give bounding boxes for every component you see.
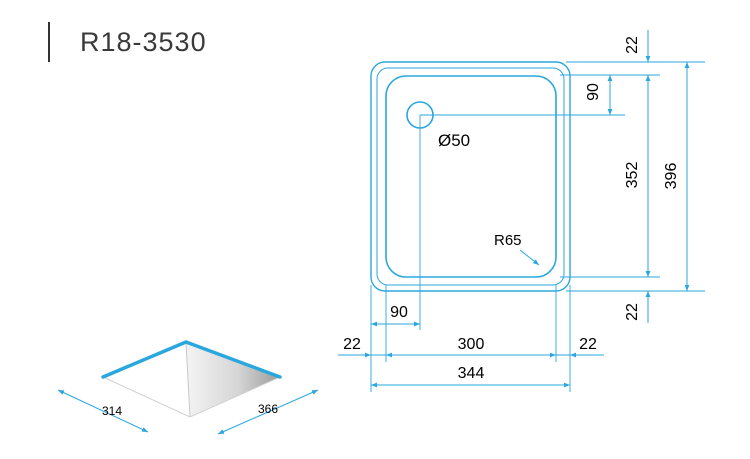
dim-outer-height-value: 396 (663, 163, 680, 190)
dim-inner-width: 300 (386, 336, 556, 358)
extension-lines (370, 61, 705, 392)
dim-right-top-rim: 22 (624, 30, 651, 82)
dim-right-bottom-rim-value: 22 (624, 303, 641, 321)
dim-inner-height: 352 (624, 75, 651, 277)
dim-outer-width: 344 (371, 365, 570, 388)
corner-radius-label: R65 (494, 232, 522, 249)
iso-basin-shading (186, 342, 280, 417)
sink-isometric-view: 314 366 (57, 340, 319, 435)
dim-inner-width-value: 300 (458, 336, 485, 353)
model-title: R18-3530 (80, 26, 207, 57)
dim-inner-height-value: 352 (624, 162, 641, 189)
dim-left-rim: 22 (338, 336, 386, 358)
dim-outer-width-value: 344 (458, 365, 485, 382)
dim-right-bottom-rim: 22 (624, 270, 651, 323)
drain-annotation: Ø50 (438, 131, 470, 150)
sink-outer-rim (370, 61, 571, 292)
sink-basin (385, 75, 557, 278)
dim-outer-height: 396 (663, 62, 690, 291)
dim-drain-offset-horizontal-value: 90 (390, 304, 408, 321)
sink-rim-inner-edge (376, 67, 565, 286)
dim-drain-offset-horizontal: 90 (371, 304, 420, 327)
dim-drain-offset-vertical: 90 (585, 75, 613, 115)
iso-rim-highlight (101, 340, 282, 379)
title-divider (48, 22, 50, 62)
dim-right-rim: 22 (556, 336, 604, 358)
dim-drain-offset-vertical-value: 90 (585, 83, 602, 101)
dim-right-rim-value: 22 (579, 336, 597, 353)
drain-diameter-label: Ø50 (438, 131, 470, 150)
dim-right-top-rim-value: 22 (624, 36, 641, 54)
iso-depth-label: 366 (258, 402, 278, 416)
iso-basin-left-wall (103, 342, 190, 417)
iso-width-label: 314 (102, 404, 122, 418)
dim-left-rim-value: 22 (343, 336, 361, 353)
title-block: R18-3530 (48, 22, 207, 62)
sink-top-view (370, 61, 571, 292)
corner-radius-annotation: R65 (494, 232, 540, 266)
